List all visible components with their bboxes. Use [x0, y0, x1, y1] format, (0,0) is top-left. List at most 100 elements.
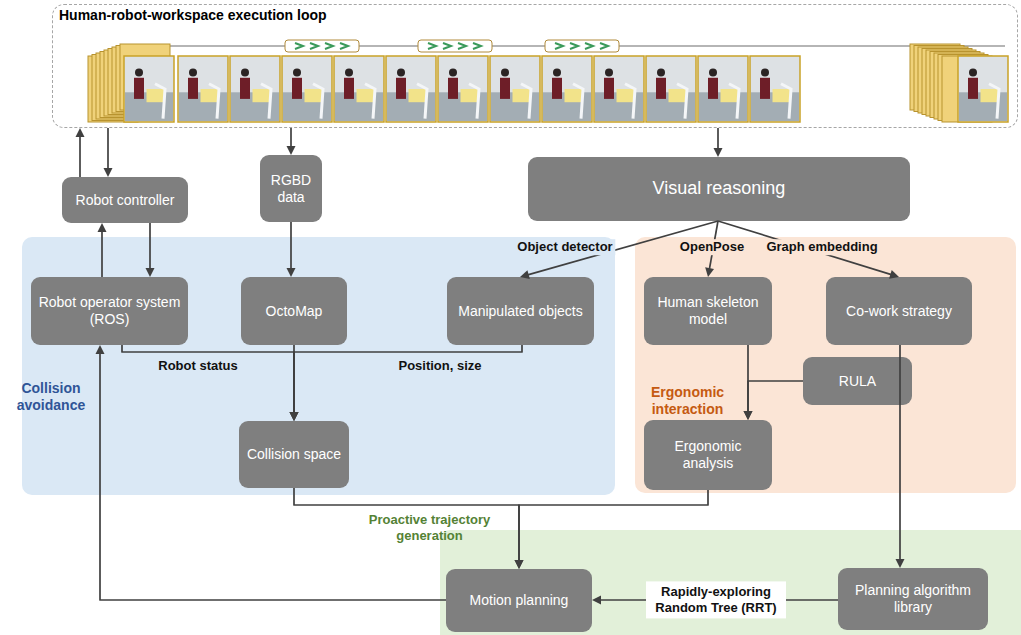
- progress-chevron: [325, 43, 333, 49]
- progress-bar: [418, 40, 492, 52]
- box-label: Collision space: [247, 446, 341, 463]
- frame-head: [761, 69, 769, 77]
- arrow-head: [98, 223, 107, 232]
- process-box: Ergonomic analysis: [644, 420, 772, 490]
- region-label: Proactive trajectory generation: [369, 512, 490, 543]
- frame-robot: [469, 84, 479, 119]
- connector: [714, 128, 723, 157]
- region-label: Ergonomic interaction: [651, 384, 724, 417]
- frame-robot: [209, 84, 219, 119]
- frame-head: [709, 69, 717, 77]
- progress-bar: [285, 40, 359, 52]
- process-box: Robot operator system (ROS): [31, 277, 188, 345]
- frame-robot: [365, 84, 375, 119]
- connector-line: [79, 136, 81, 177]
- process-box: Manipulated objects: [447, 277, 594, 345]
- video-frame: [334, 56, 384, 122]
- video-frame: [386, 56, 436, 122]
- connector-line: [899, 345, 901, 560]
- frame-table: [565, 89, 583, 102]
- edge-label: Rapidly-exploring Random Tree (RRT): [646, 581, 786, 618]
- frame-person: [396, 78, 406, 99]
- progress-chevron: [585, 43, 593, 49]
- process-box: Planning algorithm library: [838, 568, 988, 630]
- box-label: OctoMap: [266, 303, 323, 320]
- frame-robot: [155, 84, 165, 119]
- frame-robot: [417, 84, 427, 119]
- loop-frame: Human-robot-workspace execution loop: [52, 4, 1018, 128]
- frame-robot: [781, 84, 791, 119]
- frame-table: [461, 89, 479, 102]
- process-box: RGBD data: [260, 155, 322, 222]
- region-band: Ergonomic interaction Human skeleton mode…: [635, 237, 1016, 493]
- progress-chevron: [443, 43, 451, 49]
- frame-person: [552, 78, 562, 99]
- connector-line: [290, 222, 292, 269]
- video-frame: [594, 56, 644, 122]
- connector: [76, 128, 85, 177]
- frame-person: [188, 78, 198, 99]
- frame-robot: [573, 84, 583, 119]
- video-frame: [958, 56, 1008, 122]
- loop-title: Human-robot-workspace execution loop: [59, 7, 327, 23]
- arrow-head: [104, 168, 113, 177]
- frame-table: [409, 89, 427, 102]
- frame-head: [345, 69, 353, 77]
- progress-chevron: [570, 43, 578, 49]
- region-heading: Ergonomic interaction: [640, 384, 735, 418]
- process-box: Visual reasoning: [528, 157, 910, 221]
- frame-head: [969, 69, 977, 77]
- frame-head: [657, 69, 665, 77]
- frame-robot: [989, 84, 999, 119]
- frame-table: [253, 89, 271, 102]
- progress-chevron: [473, 43, 481, 49]
- progress-bar: [545, 40, 619, 52]
- frame-head: [501, 69, 509, 77]
- video-frame: [124, 56, 174, 122]
- frame-robot: [521, 84, 531, 119]
- arrow-head: [76, 128, 85, 137]
- box-label: Planning algorithm library: [844, 582, 982, 616]
- frame-person: [344, 78, 354, 99]
- frame-robot: [261, 84, 271, 119]
- process-box: Collision space: [239, 421, 349, 488]
- edge-label: Object detector: [514, 239, 615, 255]
- video-frame: [230, 56, 280, 122]
- frame-person: [134, 78, 144, 99]
- frame-robot: [677, 84, 687, 119]
- frame-table: [669, 89, 687, 102]
- box-label: Co-work strategy: [846, 303, 952, 320]
- box-label: Human skeleton model: [650, 294, 766, 328]
- frame-table: [357, 89, 375, 102]
- video-frame: [542, 56, 592, 122]
- frame-table: [617, 89, 635, 102]
- frame-table: [513, 89, 531, 102]
- frame-person: [500, 78, 510, 99]
- connector-line: [717, 128, 719, 149]
- frame-person: [708, 78, 718, 99]
- edge-label: Graph embedding: [763, 239, 880, 255]
- video-frame: [438, 56, 488, 122]
- box-label: RULA: [839, 373, 876, 390]
- frame-table: [981, 89, 999, 102]
- progress-chevron: [600, 43, 608, 49]
- region-heading: Collision avoidance: [10, 380, 92, 414]
- box-label: Visual reasoning: [653, 178, 786, 200]
- connector-line: [290, 128, 292, 147]
- arrow-head: [714, 148, 723, 157]
- box-label: Ergonomic analysis: [650, 438, 766, 472]
- frame-head: [397, 69, 405, 77]
- frame-table: [773, 89, 791, 102]
- frame-robot: [625, 84, 635, 119]
- process-box: OctoMap: [241, 277, 347, 345]
- progress-chevron: [340, 43, 348, 49]
- video-frame: [178, 56, 228, 122]
- frame-table: [721, 89, 739, 102]
- video-frame: [490, 56, 540, 122]
- frame-person: [760, 78, 770, 99]
- process-box: Human skeleton model: [644, 277, 772, 345]
- video-frame: [750, 56, 800, 122]
- connector-line: [107, 128, 109, 169]
- progress-chevron: [428, 43, 436, 49]
- frame-table: [305, 89, 323, 102]
